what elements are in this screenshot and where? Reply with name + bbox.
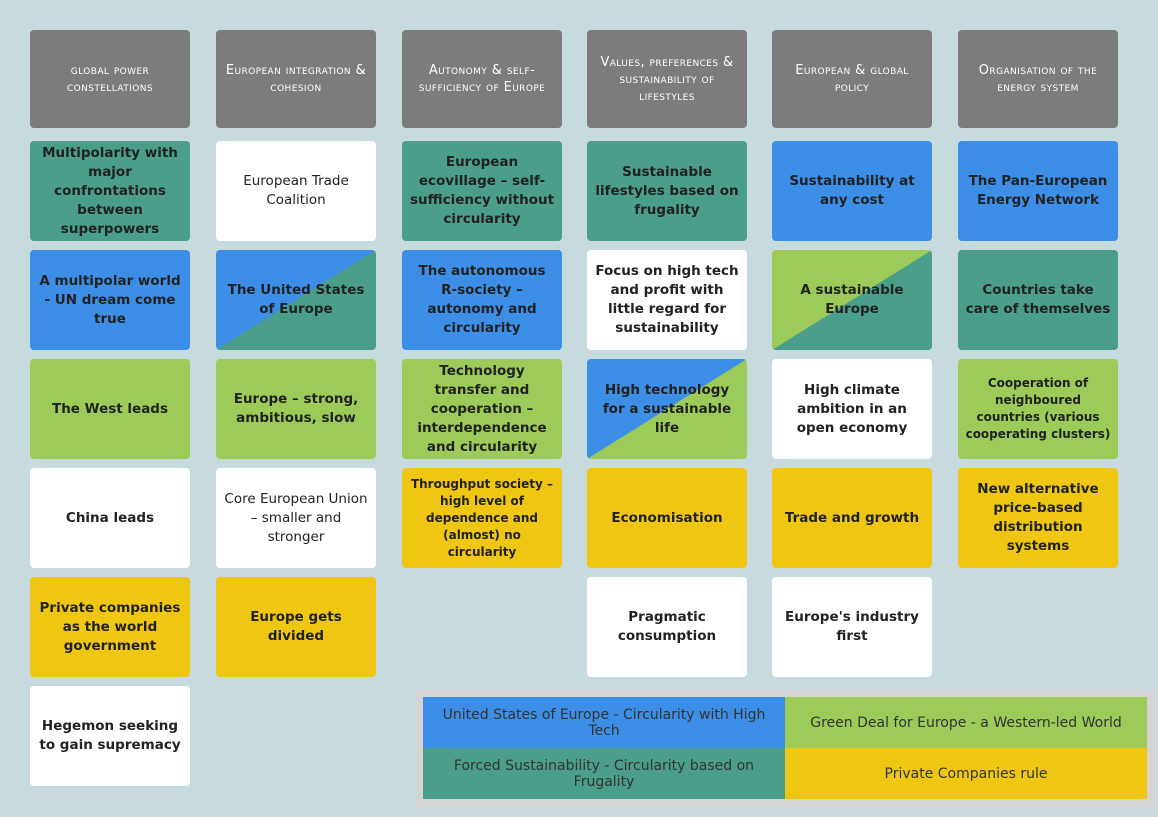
scenario-card: The United States of Europe: [216, 250, 376, 350]
scenario-card: Europe – strong, ambitious, slow: [216, 359, 376, 459]
scenario-card: High technology for a sustainable life: [587, 359, 747, 459]
scenario-card: A sustainable Europe: [772, 250, 932, 350]
scenario-card: Throughput society – high level of depen…: [402, 468, 562, 568]
column-header-european-integration: European integration & cohesion: [216, 30, 376, 128]
scenario-card: Core European Union – smaller and strong…: [216, 468, 376, 568]
column-header-values-lifestyles: Values, preferences & sustainability of …: [587, 30, 747, 128]
legend: United States of Europe - Circularity wi…: [415, 690, 1156, 808]
column-header-energy-system: Organisation of the energy system: [958, 30, 1118, 128]
scenario-card: The Pan-European Energy Network: [958, 141, 1118, 241]
scenario-card: Trade and growth: [772, 468, 932, 568]
scenario-card: The autonomous R-society – autonomy and …: [402, 250, 562, 350]
scenario-card: European ecovillage – self-sufficiency w…: [402, 141, 562, 241]
scenario-card: High climate ambition in an open economy: [772, 359, 932, 459]
scenario-card: Countries take care of themselves: [958, 250, 1118, 350]
column-header-autonomy: Autonomy & self-sufficiency of Europe: [402, 30, 562, 128]
legend-item-blue: United States of Europe - Circularity wi…: [423, 697, 785, 748]
scenario-card: Economisation: [587, 468, 747, 568]
scenario-card: New alternative price-based distribution…: [958, 468, 1118, 568]
legend-item-green: Green Deal for Europe - a Western-led Wo…: [785, 697, 1147, 748]
scenario-card: The West leads: [30, 359, 190, 459]
scenario-card: Technology transfer and cooperation – in…: [402, 359, 562, 459]
scenario-card: Hegemon seeking to gain supremacy: [30, 686, 190, 786]
scenario-card: Sustainable lifestyles based on frugalit…: [587, 141, 747, 241]
scenario-card: Sustainability at any cost: [772, 141, 932, 241]
scenario-card: A multipolar world - UN dream come true: [30, 250, 190, 350]
legend-item-yellow: Private Companies rule: [785, 748, 1147, 799]
scenario-card: Pragmatic consumption: [587, 577, 747, 677]
scenario-card: Private companies as the world governmen…: [30, 577, 190, 677]
scenario-card: European Trade Coalition: [216, 141, 376, 241]
scenario-card: Multipolarity with major confrontations …: [30, 141, 190, 241]
column-header-global-power: global power constellations: [30, 30, 190, 128]
legend-item-teal: Forced Sustainability - Circularity base…: [423, 748, 785, 799]
column-header-policy: European & global policy: [772, 30, 932, 128]
scenario-card: Focus on high tech and profit with littl…: [587, 250, 747, 350]
scenario-card: Europe's industry first: [772, 577, 932, 677]
scenario-card: Cooperation of neighboured countries (va…: [958, 359, 1118, 459]
scenario-card: Europe gets divided: [216, 577, 376, 677]
scenario-card: China leads: [30, 468, 190, 568]
